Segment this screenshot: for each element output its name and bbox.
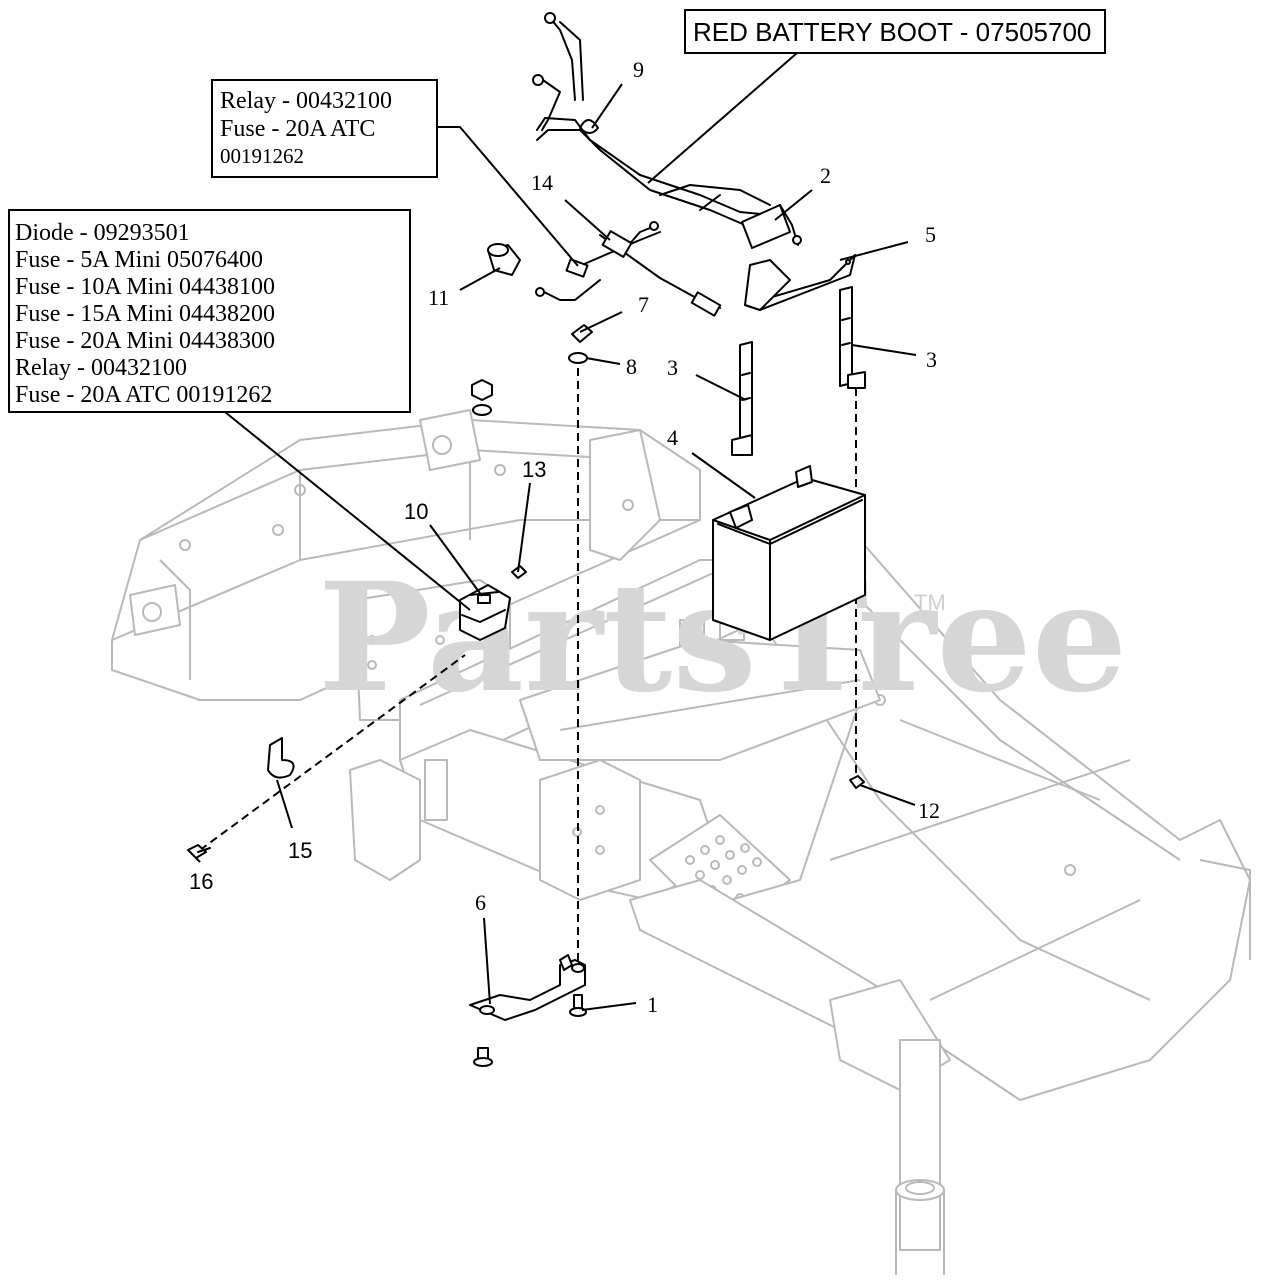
diode-box-line-7: Fuse - 20A ATC 00191262: [15, 382, 272, 408]
hardware-1: [569, 994, 587, 1017]
diode-box-line-5: Fuse - 20A Mini 04438300: [15, 328, 275, 354]
nut-and-washer: [471, 379, 493, 416]
callout-1: 1: [647, 992, 658, 1017]
battery: [712, 465, 866, 641]
callout-13: 13: [522, 457, 546, 482]
callout-4: 4: [667, 425, 678, 450]
diode-box-line-2: Fuse - 5A Mini 05076400: [15, 247, 263, 273]
leader-lines: [195, 52, 917, 1011]
callout-8: 8: [626, 354, 637, 379]
battery-bracket-5: [744, 254, 856, 311]
callout-3a: 3: [667, 355, 678, 380]
callout-12: 12: [918, 798, 940, 823]
callout-10: 10: [404, 499, 428, 524]
hold-down-rod-a: [731, 341, 753, 456]
diode-fuse-label: Diode - 09293501 Fuse - 5A Mini 05076400…: [8, 209, 411, 413]
cable-clip: [579, 119, 599, 134]
callout-16: 16: [189, 869, 213, 894]
callout-15: 15: [288, 838, 312, 863]
wire-harness: [535, 221, 722, 317]
relay-part: [487, 243, 521, 276]
cable-clamp: [267, 737, 295, 779]
diode-box-line-3: Fuse - 10A Mini 04438100: [15, 274, 275, 300]
relay-box-line-2: Fuse - 20A ATC: [220, 116, 375, 142]
watermark-tm: TM: [914, 590, 946, 615]
hold-down-rod-b: [839, 286, 866, 389]
diode-box-line-4: Fuse - 15A Mini 04438200: [15, 301, 275, 327]
callout-11: 11: [428, 285, 449, 310]
callout-3b: 3: [926, 347, 937, 372]
bolt-16: [187, 844, 211, 859]
diode-box-line-6: Relay - 00432100: [15, 355, 187, 381]
relay-box-line-3: 00191262: [220, 144, 304, 168]
callout-9: 9: [633, 57, 644, 82]
mower-frame: [111, 409, 1251, 1275]
boot-label-text: RED BATTERY BOOT - 07505700: [693, 17, 1091, 47]
callout-6: 6: [475, 890, 486, 915]
control-module: [459, 584, 511, 641]
callout-numbers: 9 2 14 5 11 7 8 3 3 4 13 10 12 15 16 6 1: [189, 57, 940, 1017]
diode-box-line-1: Diode - 09293501: [15, 220, 190, 246]
relay-fuse-label: Relay - 00432100 Fuse - 20A ATC 00191262: [211, 79, 438, 178]
carriage-bolt: [473, 1047, 493, 1067]
battery-cable: [532, 12, 802, 249]
bracket-6: [469, 954, 586, 1021]
callout-14: 14: [531, 170, 553, 195]
nut-12: [849, 775, 865, 789]
relay-box-line-1: Relay - 00432100: [220, 88, 392, 114]
callout-7: 7: [638, 292, 649, 317]
callout-5: 5: [925, 222, 936, 247]
callout-2: 2: [820, 163, 831, 188]
red-battery-boot-label: RED BATTERY BOOT - 07505700: [684, 9, 1106, 54]
